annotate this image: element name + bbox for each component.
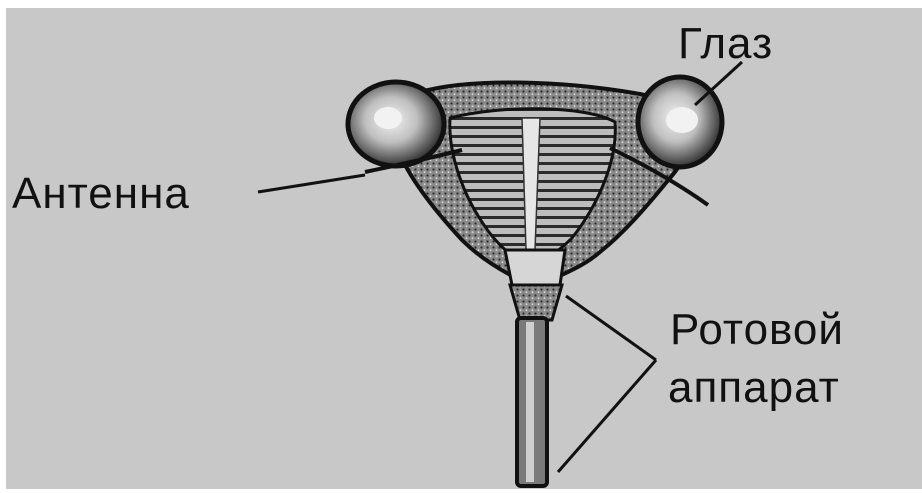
- labrum: [505, 250, 565, 285]
- leader-antenna: [258, 175, 365, 192]
- antenna-label: Антенна: [12, 172, 190, 216]
- mouthparts-label-line-1: Ротовой: [670, 308, 844, 352]
- mouthparts-label-line-2: аппарат: [668, 366, 840, 410]
- eye-label: Глаз: [678, 22, 773, 66]
- proboscis-base: [510, 285, 562, 320]
- proboscis-highlight: [526, 322, 534, 482]
- left-eye-shine: [374, 107, 402, 129]
- leader-mouth-upper: [566, 296, 656, 360]
- leader-mouth-lower: [558, 360, 656, 472]
- right-eye-shine: [666, 107, 698, 133]
